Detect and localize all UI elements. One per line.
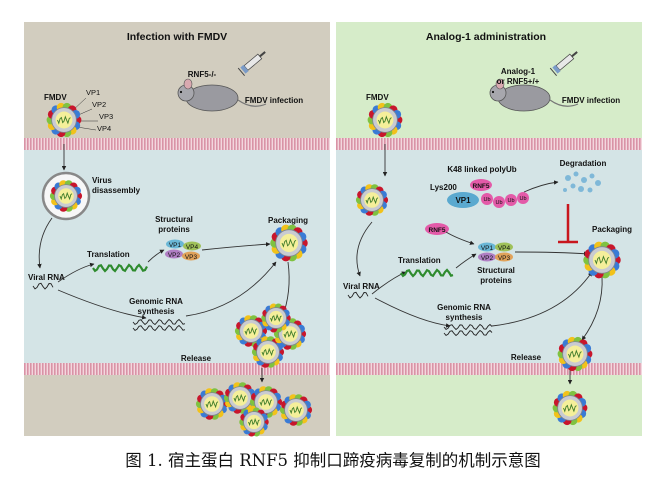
left-infection-label: FMDV infection	[245, 96, 303, 105]
left-panel-title: Infection with FMDV	[127, 31, 227, 43]
right-genomic-label-2: synthesis	[446, 313, 483, 322]
right-rnf5-free-label: RNF5	[429, 227, 446, 234]
right-packaging-label: Packaging	[592, 225, 632, 234]
right-structural-label-1: Structural	[477, 266, 515, 275]
syringe-icon	[237, 51, 266, 77]
right-degradation-label: Degradation	[560, 159, 607, 168]
right-rnf5-bound-label: RNF5	[473, 183, 490, 190]
right-infection-label: FMDV infection	[562, 96, 620, 105]
ub-label: Ub	[507, 198, 514, 204]
fmdv-virion	[195, 388, 229, 420]
fmdv-virion	[355, 184, 389, 216]
left-structural-label-1: Structural	[155, 215, 193, 224]
left-membrane-bottom	[24, 363, 330, 375]
ub-label: Ub	[495, 200, 502, 206]
figure-caption: 图 1. 宿主蛋白 RNF5 抑制口蹄疫病毒复制的机制示意图	[125, 451, 541, 470]
degraded-fragments	[563, 171, 601, 193]
fmdv-virion	[49, 180, 83, 212]
rnf5-bound	[470, 179, 492, 191]
right-fmdv-label: FMDV	[366, 93, 389, 102]
right-chip-vp3: VP3	[498, 255, 511, 262]
left-vp1-label: VP1	[86, 88, 100, 97]
genomic-rna-strand	[132, 318, 186, 326]
translation-rna	[400, 268, 454, 278]
right-chip-vp4: VP4	[498, 245, 511, 252]
fmdv-virion	[239, 407, 269, 437]
left-fmdv-label: FMDV	[44, 93, 67, 102]
right-extracellular-bottom-bg	[336, 375, 642, 436]
left-chip-vp1: VP1	[169, 242, 182, 249]
rnf5-free	[425, 223, 449, 235]
left-genomic-label-1: Genomic RNA	[129, 297, 183, 306]
left-vp4-label: VP4	[97, 124, 111, 133]
left-structural-protein-chips: VP1 VP4 VP2 VP3	[165, 239, 201, 261]
mouse-icon	[177, 78, 267, 112]
mouse-icon	[489, 78, 579, 112]
viral-rna-strand	[347, 291, 369, 299]
genomic-rna-strand	[132, 324, 186, 332]
fmdv-virion	[583, 241, 621, 279]
right-mouse-label-2: or RNF5+/+	[497, 77, 540, 86]
right-chip-vp2: VP2	[481, 255, 494, 262]
right-lys-label: Lys200	[430, 183, 457, 192]
left-vp2-label: VP2	[92, 100, 106, 109]
fmdv-virion	[273, 318, 307, 350]
syringe-icon	[549, 51, 578, 77]
fmdv-virion	[46, 102, 82, 138]
left-release-label: Release	[181, 354, 212, 363]
fmdv-virion	[251, 336, 285, 368]
ub-label: Ub	[483, 197, 490, 203]
left-disassembly-label-1: Virus	[92, 176, 112, 185]
left-chip-vp4: VP4	[186, 244, 199, 251]
right-vp1-label: VP1	[455, 196, 471, 205]
right-genomic-label-1: Genomic RNA	[437, 303, 491, 312]
right-structural-protein-chips: VP1 VP4 VP2 VP3	[478, 242, 513, 262]
left-disassembly-label-2: disassembly	[92, 186, 141, 195]
left-chip-vp3: VP3	[185, 254, 198, 261]
right-k48-label: K48 linked polyUb	[447, 165, 516, 174]
left-membrane-top	[24, 138, 330, 150]
left-translation-label: Translation	[87, 250, 130, 259]
left-mouse-label: RNF5-/-	[188, 70, 217, 79]
translation-rna	[92, 263, 148, 273]
left-structural-label-2: proteins	[158, 225, 190, 234]
right-viral-rna-label: Viral RNA	[343, 282, 380, 291]
fmdv-virion	[552, 390, 588, 426]
inhibition-symbol	[558, 204, 578, 244]
right-membrane-bottom	[336, 363, 642, 375]
left-chip-vp2: VP2	[168, 252, 181, 259]
fmdv-virion	[270, 224, 308, 262]
left-vp3-label: VP3	[99, 112, 113, 121]
fmdv-virion	[557, 336, 593, 372]
right-release-label: Release	[511, 353, 542, 362]
genomic-rna-strand	[443, 329, 493, 337]
left-genomic-label-2: synthesis	[138, 307, 175, 316]
right-chip-vp1: VP1	[481, 245, 494, 252]
right-mouse-label-1: Analog-1	[501, 67, 536, 76]
polyubiquitin-chain: Ub Ub Ub Ub	[481, 192, 529, 208]
right-panel-title: Analog-1 administration	[426, 31, 546, 43]
ub-label: Ub	[519, 196, 526, 202]
right-panel: Analog-1 administration Analog-1 or RNF5…	[336, 22, 642, 436]
right-structural-label-2: proteins	[480, 276, 512, 285]
fmdv-virion	[279, 394, 313, 426]
viral-rna-strand	[32, 282, 54, 290]
fmdv-virion	[367, 102, 403, 138]
right-translation-label: Translation	[398, 256, 441, 265]
fmdv-virion	[261, 303, 291, 333]
right-membrane-top	[336, 138, 642, 150]
left-packaging-label: Packaging	[268, 216, 308, 225]
left-panel: Infection with FMDV RNF5-/- FMDV infecti…	[24, 22, 330, 436]
vp1-protein	[447, 192, 479, 208]
left-viral-rna-label: Viral RNA	[28, 273, 65, 282]
right-pathway-arrows	[356, 144, 603, 385]
genomic-rna-strand	[443, 323, 493, 331]
